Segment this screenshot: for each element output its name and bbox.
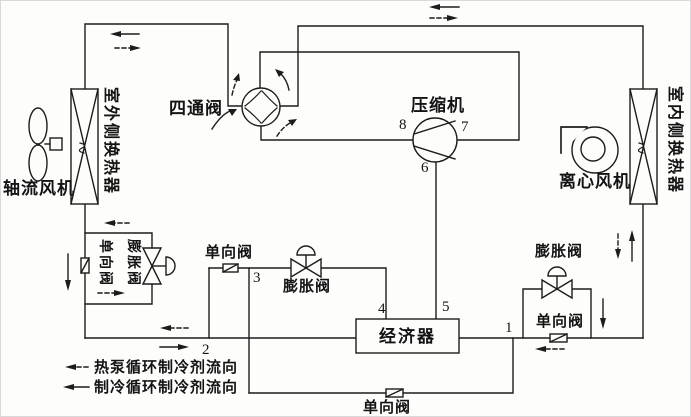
check-valve-right-label: 单向阀 — [536, 313, 585, 330]
expansion-valve-right-label: 膨胀阀 — [535, 243, 584, 260]
expansion-valve-left-icon — [141, 247, 176, 285]
point-1: 1 — [505, 320, 513, 336]
expansion-valve-left-label: 膨胀阀 — [126, 239, 142, 287]
point-7: 7 — [461, 119, 469, 135]
point-8: 8 — [399, 117, 407, 133]
indoor-hx-label: 室内侧换热器 — [666, 86, 683, 195]
centrifugal-fan-icon — [560, 126, 619, 174]
indoor-heat-exchanger — [629, 88, 658, 205]
check-valve-mid-label: 单向阀 — [205, 244, 254, 261]
expansion-valve-mid-label: 膨胀阀 — [283, 278, 332, 295]
check-valve-bottom-label: 单向阀 — [363, 399, 412, 416]
four-way-valve-label: 四通阀 — [169, 99, 223, 118]
point-2: 2 — [202, 342, 210, 358]
outdoor-hx-label: 室外侧换热器 — [102, 87, 119, 196]
outdoor-heat-exchanger — [70, 88, 99, 205]
compressor-icon — [412, 117, 458, 163]
compressor-label: 压缩机 — [411, 96, 465, 115]
legend-arrow-heat-pump — [65, 364, 89, 370]
four-way-valve-flow-arrows — [211, 69, 297, 137]
expansion-valve-mid-icon — [290, 245, 322, 279]
legend-heat-pump-label: 热泵循环制冷剂流向 — [94, 359, 239, 376]
check-valve-left-icon — [80, 257, 90, 274]
legend-arrow-cooling — [63, 384, 90, 390]
flow-arrows — [65, 4, 635, 352]
axial-fan-icon — [28, 107, 63, 182]
point-6: 6 — [421, 160, 429, 176]
centrifugal-fan-label: 离心风机 — [559, 172, 631, 191]
axial-fan-label: 轴流风机 — [3, 179, 75, 198]
point-4: 4 — [378, 301, 386, 317]
check-valve-mid-icon — [222, 263, 239, 273]
economizer-box — [355, 318, 460, 354]
check-valve-right-icon — [549, 333, 568, 343]
economizer-label: 经济器 — [379, 327, 436, 346]
legend-cooling-label: 制冷循环制冷剂流向 — [94, 379, 239, 396]
check-valve-left-label: 单向阀 — [98, 239, 114, 287]
check-valve-bottom-icon — [385, 388, 404, 398]
four-way-valve-icon — [241, 87, 281, 127]
expansion-valve-right-icon — [541, 266, 573, 300]
point-3: 3 — [253, 270, 261, 286]
point-5: 5 — [442, 299, 450, 315]
